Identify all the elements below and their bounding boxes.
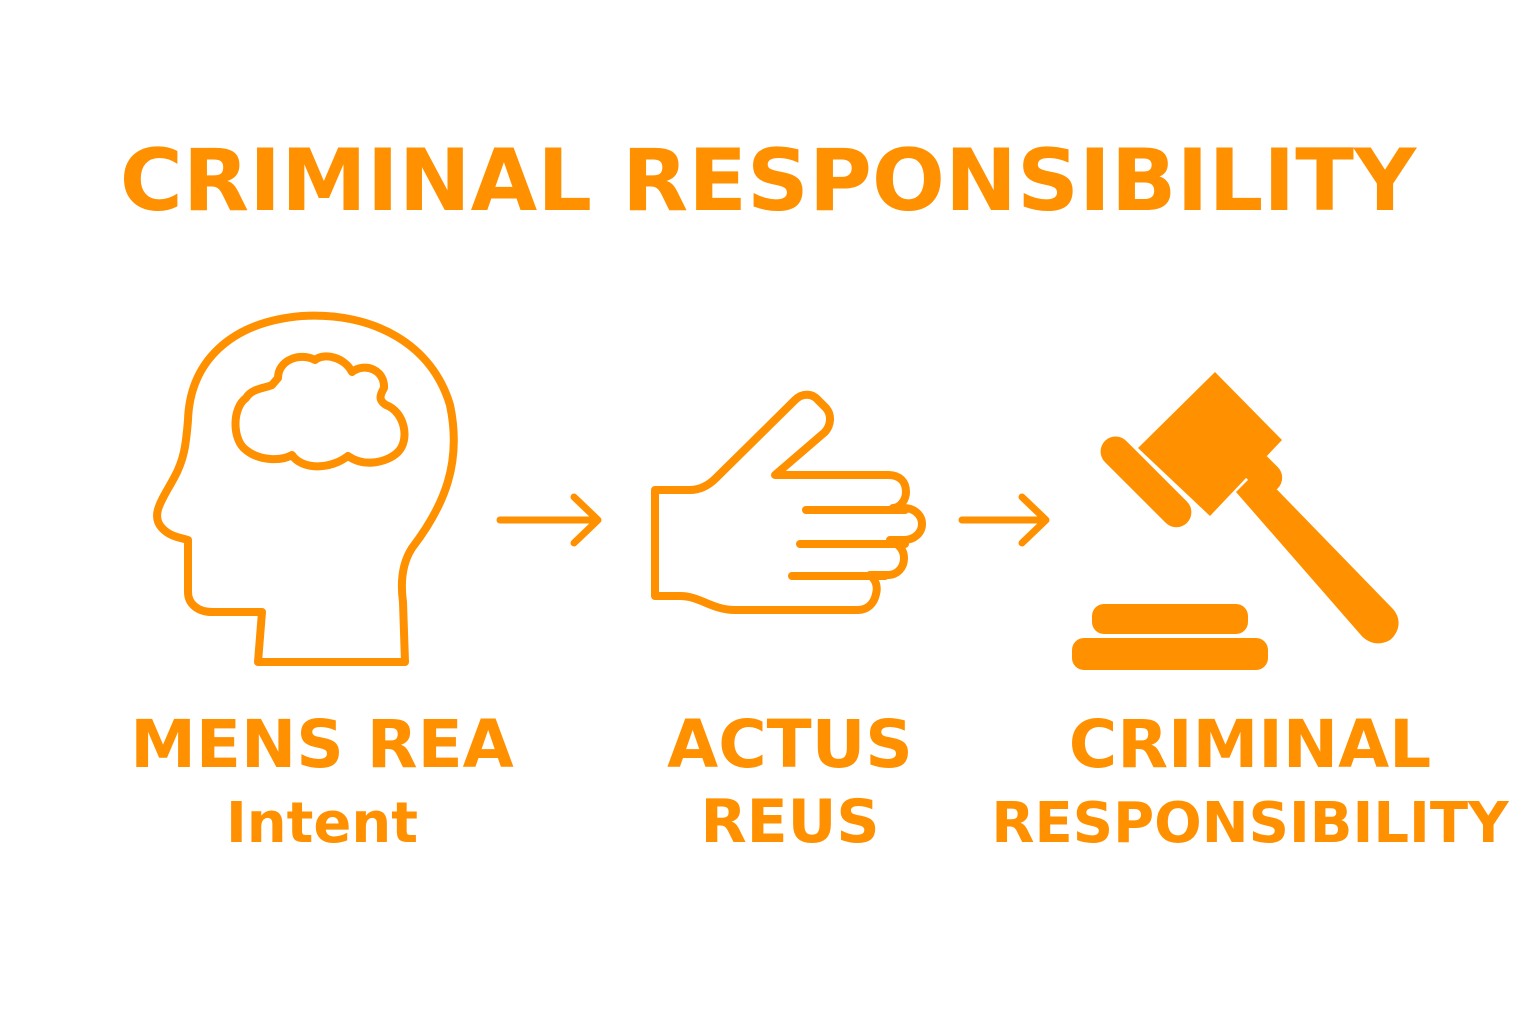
mens-rea-title: MENS REA — [130, 706, 514, 783]
head-brain-icon — [153, 311, 458, 666]
diagram-title: CRIMINAL RESPONSIBILITY — [119, 131, 1417, 231]
step-label-actus-reus: ACTUS REUS — [600, 706, 980, 857]
pointing-hand-icon — [651, 390, 926, 614]
arrow-right-icon — [496, 493, 602, 547]
actus-reus-line1: ACTUS — [667, 706, 913, 783]
step-label-criminal-responsibility: CRIMINAL RESPONSIBILITY — [990, 712, 1510, 852]
criminal-responsibility-line2: RESPONSIBILITY — [991, 791, 1509, 856]
step-label-mens-rea: MENS REA Intent — [120, 712, 524, 852]
criminal-responsibility-line1: CRIMINAL — [1068, 706, 1432, 783]
mens-rea-subtitle: Intent — [225, 791, 419, 856]
gavel-icon — [1072, 372, 1399, 670]
arrow-right-icon — [958, 493, 1050, 547]
actus-reus-line2: REUS — [700, 787, 880, 857]
